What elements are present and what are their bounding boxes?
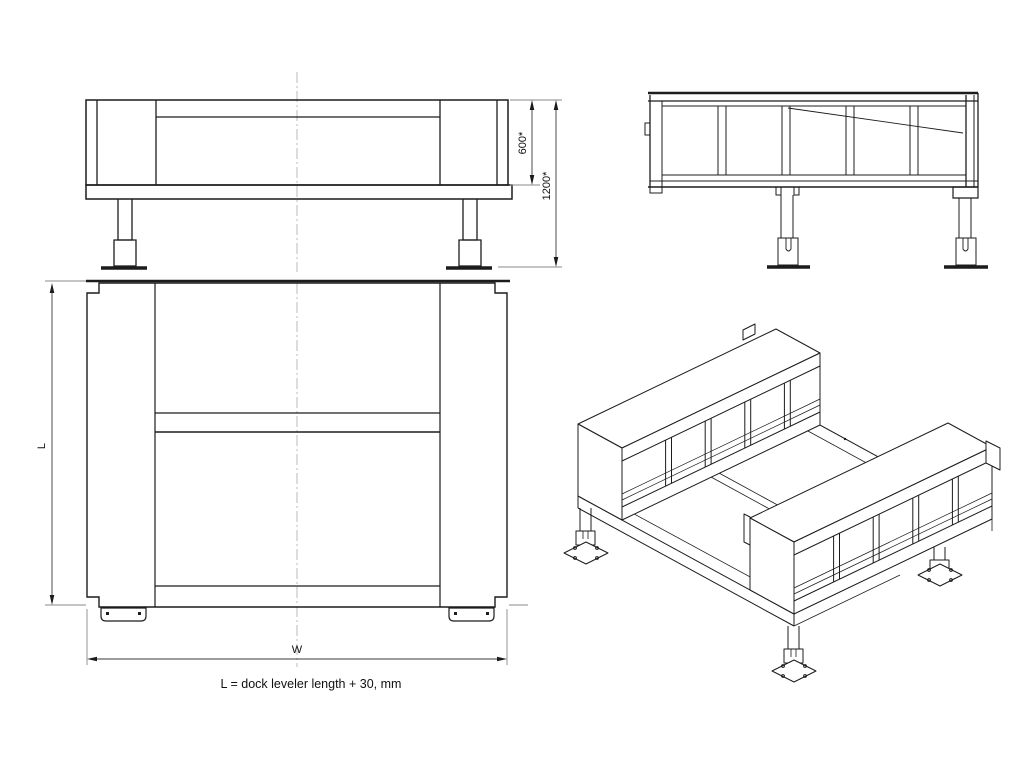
- side-left-leg: [767, 195, 810, 269]
- dimension-600: [529, 100, 535, 185]
- note-text: L = dock leveler length + 30, mm: [221, 677, 402, 691]
- plan-foot-plate-right: [448, 607, 495, 622]
- side-elevation-view: [644, 91, 988, 269]
- dimension-label-W: W: [292, 644, 303, 656]
- front-elevation-dimensions: [498, 99, 562, 268]
- isometric-view: [563, 323, 1001, 683]
- plan-view-dimensions: [45, 280, 528, 665]
- dimension-label-L: L: [36, 443, 48, 449]
- plan-view: [86, 279, 510, 667]
- dimension-1200: [553, 100, 559, 267]
- dimension-W: [87, 656, 507, 662]
- dimension-L: [49, 283, 55, 605]
- iso-leg-east: [917, 547, 963, 587]
- front-left-leg: [101, 199, 147, 270]
- side-right-leg: [944, 186, 988, 269]
- dimension-label-1200: 1200*: [541, 171, 553, 200]
- dimension-label-600: 600*: [517, 131, 529, 154]
- front-right-leg: [446, 199, 492, 270]
- iso-leg-west: [563, 508, 609, 565]
- iso-back-beam: [577, 323, 821, 521]
- front-elevation-view: [85, 72, 513, 272]
- iso-front-beam: [743, 422, 1001, 615]
- iso-leg-south: [771, 626, 817, 683]
- plan-foot-plate-left: [100, 607, 147, 622]
- diagonal-brace: [787, 107, 964, 134]
